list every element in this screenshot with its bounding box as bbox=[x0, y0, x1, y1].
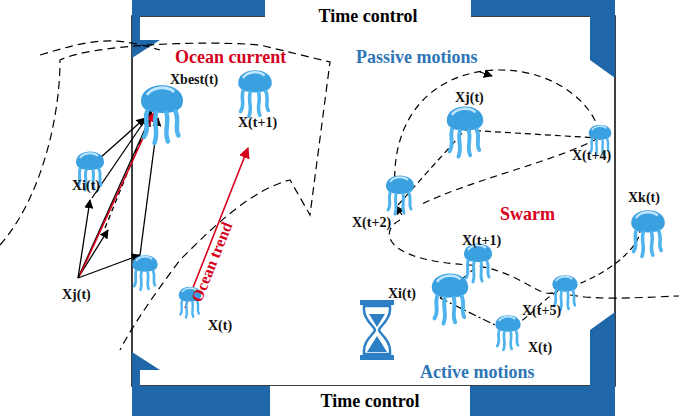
region-label: Active motions bbox=[420, 363, 534, 383]
position-label: X(t+4) bbox=[572, 148, 611, 163]
region-label: Passive motions bbox=[356, 48, 478, 68]
position-label: Xi(t) bbox=[72, 178, 100, 193]
position-label: Xj(t) bbox=[62, 287, 91, 302]
time-control-band: Time control bbox=[270, 386, 470, 416]
position-label: Xi(t) bbox=[388, 286, 416, 301]
position-label: Xk(t) bbox=[628, 190, 660, 205]
position-label: Xj(t) bbox=[455, 90, 484, 105]
position-label: X(t+1) bbox=[238, 115, 277, 130]
position-label: X(t) bbox=[208, 318, 232, 333]
band-title: Time control bbox=[319, 6, 418, 27]
position-label: X(t+5) bbox=[522, 303, 561, 318]
region-label: Ocean current bbox=[175, 48, 286, 68]
position-label: Xbest(t) bbox=[170, 72, 218, 87]
time-control-band: Time control bbox=[265, 0, 471, 32]
position-label: X(t) bbox=[528, 340, 552, 355]
position-label: X(t+1) bbox=[462, 233, 501, 248]
region-label: Swarm bbox=[500, 205, 555, 225]
band-title: Time control bbox=[321, 391, 420, 412]
position-label: X(t+2) bbox=[352, 215, 391, 230]
